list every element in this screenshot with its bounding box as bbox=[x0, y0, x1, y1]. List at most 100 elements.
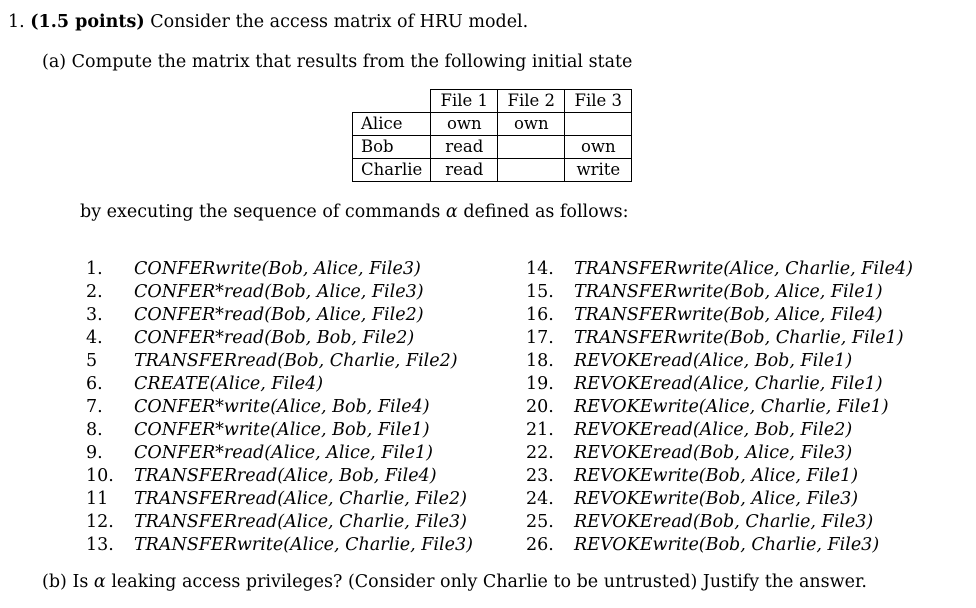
access-matrix: File 1 File 2 File 3 Alice own own Bob r… bbox=[351, 89, 633, 182]
command-number: 6. bbox=[86, 374, 103, 394]
command-number: 7. bbox=[86, 397, 103, 417]
command-number: 15. bbox=[526, 282, 554, 302]
command-item: 23. REVOKEwrite(Bob, Alice, File1) bbox=[526, 465, 913, 488]
command-item: 26. REVOKEwrite(Bob, Charlie, File3) bbox=[526, 534, 913, 557]
command-item: 11 TRANSFERread(Alice, Charlie, File2) bbox=[86, 488, 473, 511]
command-number: 13. bbox=[86, 535, 114, 555]
command-item: 8. CONFER*write(Alice, Bob, File1) bbox=[86, 419, 473, 442]
command-item: 15. TRANSFERwrite(Bob, Alice, File1) bbox=[526, 281, 913, 304]
part-a-prompt: (a) Compute the matrix that results from… bbox=[42, 52, 632, 72]
command-number: 2. bbox=[86, 282, 103, 302]
command-list-right: 14.TRANSFERwrite(Alice, Charlie, File4)1… bbox=[526, 258, 913, 557]
command-text: TRANSFERwrite(Alice, Charlie, File4) bbox=[574, 259, 913, 279]
command-number: 17. bbox=[526, 328, 554, 348]
command-number: 21. bbox=[526, 420, 554, 440]
command-item: 19. REVOKEread(Alice, Charlie, File1) bbox=[526, 373, 913, 396]
matrix-cell: write bbox=[564, 158, 633, 182]
command-item: 17. TRANSFERwrite(Bob, Charlie, File1) bbox=[526, 327, 913, 350]
command-item: 2. CONFER*read(Bob, Alice, File3) bbox=[86, 281, 473, 304]
command-number: 11 bbox=[86, 489, 109, 509]
command-text: CONFER*write(Alice, Bob, File1) bbox=[134, 420, 430, 440]
command-number: 19. bbox=[526, 374, 554, 394]
matrix-row-subject: Alice bbox=[351, 112, 432, 136]
part-a-text: Compute the matrix that results from the… bbox=[71, 52, 633, 72]
command-number: 20. bbox=[526, 397, 554, 417]
problem-points: (1.5 points) bbox=[30, 12, 145, 32]
command-number: 4. bbox=[86, 328, 103, 348]
command-item: 13. TRANSFERwrite(Alice, Charlie, File3) bbox=[86, 534, 473, 557]
matrix-cell: read bbox=[430, 158, 499, 182]
command-text: TRANSFERwrite(Bob, Charlie, File1) bbox=[574, 328, 904, 348]
matrix-cell: own bbox=[564, 135, 633, 159]
command-text: TRANSFERread(Bob, Charlie, File2) bbox=[134, 351, 458, 371]
intro-after: defined as follows: bbox=[463, 202, 629, 222]
command-item: 4. CONFER*read(Bob, Bob, File2) bbox=[86, 327, 473, 350]
command-item: 20. REVOKEwrite(Alice, Charlie, File1) bbox=[526, 396, 913, 419]
command-number: 3. bbox=[86, 305, 103, 325]
command-item: 16. TRANSFERwrite(Bob, Alice, File4) bbox=[526, 304, 913, 327]
matrix-corner bbox=[352, 89, 432, 113]
command-number: 10. bbox=[86, 466, 114, 486]
matrix-header-row: File 1 File 2 File 3 bbox=[352, 89, 633, 113]
matrix-row-subject: Charlie bbox=[351, 158, 432, 182]
matrix-column-header: File 2 bbox=[497, 89, 566, 113]
command-text: TRANSFERwrite(Alice, Charlie, File3) bbox=[134, 535, 473, 555]
command-number: 12. bbox=[86, 512, 114, 532]
matrix-cell: read bbox=[430, 135, 499, 159]
command-text: CONFER*read(Bob, Alice, File3) bbox=[134, 282, 424, 302]
command-item: 24. REVOKEwrite(Bob, Alice, File3) bbox=[526, 488, 913, 511]
command-item: 10.TRANSFERread(Alice, Bob, File4) bbox=[86, 465, 473, 488]
command-text: REVOKEread(Bob, Alice, File3) bbox=[574, 443, 853, 463]
command-text: CONFER*read(Bob, Alice, File2) bbox=[134, 305, 424, 325]
command-text: TRANSFERwrite(Bob, Alice, File4) bbox=[574, 305, 883, 325]
command-item: 9. CONFER*read(Alice, Alice, File1) bbox=[86, 442, 473, 465]
command-text: REVOKEwrite(Bob, Charlie, File3) bbox=[574, 535, 880, 555]
command-number: 26. bbox=[526, 535, 554, 555]
command-number: 5 bbox=[86, 351, 98, 371]
command-item: 1.CONFERwrite(Bob, Alice, File3) bbox=[86, 258, 473, 281]
matrix-column-header: File 3 bbox=[564, 89, 633, 113]
matrix-column-header: File 1 bbox=[430, 89, 499, 113]
command-number: 25. bbox=[526, 512, 554, 532]
part-a-label: (a) bbox=[42, 52, 67, 72]
command-text: TRANSFERwrite(Bob, Alice, File1) bbox=[574, 282, 883, 302]
command-number: 14. bbox=[526, 259, 554, 279]
command-number: 24. bbox=[526, 489, 554, 509]
matrix-row-subject: Bob bbox=[351, 135, 432, 159]
command-text: REVOKEread(Bob, Charlie, File3) bbox=[574, 512, 874, 532]
command-text: TRANSFERread(Alice, Charlie, File3) bbox=[134, 512, 467, 532]
part-b-label: (b) bbox=[42, 572, 67, 592]
command-text: CONFERwrite(Bob, Alice, File3) bbox=[134, 259, 421, 279]
matrix-cell: own bbox=[430, 112, 499, 136]
matrix-row: Alice own own bbox=[351, 112, 633, 136]
command-item: 7. CONFER*write(Alice, Bob, File4) bbox=[86, 396, 473, 419]
command-number: 9. bbox=[86, 443, 103, 463]
command-item: 21. REVOKEread(Alice, Bob, File2) bbox=[526, 419, 913, 442]
command-list-left: 1.CONFERwrite(Bob, Alice, File3)2. CONFER… bbox=[86, 258, 473, 557]
command-text: CONFER*write(Alice, Bob, File4) bbox=[134, 397, 430, 417]
problem-heading: 1. (1.5 points) Consider the access matr… bbox=[8, 12, 528, 32]
command-text: CONFER*read(Alice, Alice, File1) bbox=[134, 443, 433, 463]
command-number: 23. bbox=[526, 466, 554, 486]
command-item: 14. TRANSFERwrite(Alice, Charlie, File4) bbox=[526, 258, 913, 281]
command-text: REVOKEread(Alice, Charlie, File1) bbox=[574, 374, 883, 394]
command-text: CONFER*read(Bob, Bob, File2) bbox=[134, 328, 415, 348]
matrix-row: Bob read own bbox=[351, 135, 633, 159]
problem-number: 1. bbox=[8, 12, 25, 32]
problem-text: Consider the access matrix of HRU model. bbox=[150, 12, 529, 32]
command-item: 6.CREATE(Alice, File4) bbox=[86, 373, 473, 396]
part-b-after: leaking access privileges? (Consider onl… bbox=[111, 572, 867, 592]
command-text: REVOKEwrite(Alice, Charlie, File1) bbox=[574, 397, 889, 417]
command-text: REVOKEwrite(Bob, Alice, File3) bbox=[574, 489, 859, 509]
command-text: REVOKEread(Alice, Bob, File1) bbox=[574, 351, 853, 371]
command-number: 16. bbox=[526, 305, 554, 325]
intro-before: by executing the sequence of commands bbox=[80, 202, 441, 222]
matrix-cell bbox=[497, 135, 566, 159]
part-b-prompt: (b) Is α leaking access privileges? (Con… bbox=[42, 572, 867, 592]
command-text: REVOKEwrite(Bob, Alice, File1) bbox=[574, 466, 859, 486]
alpha-symbol: α bbox=[445, 202, 458, 222]
command-number: 8. bbox=[86, 420, 103, 440]
part-b-before: Is bbox=[72, 572, 89, 592]
command-text: REVOKEread(Alice, Bob, File2) bbox=[574, 420, 853, 440]
command-text: TRANSFERread(Alice, Charlie, File2) bbox=[134, 489, 467, 509]
